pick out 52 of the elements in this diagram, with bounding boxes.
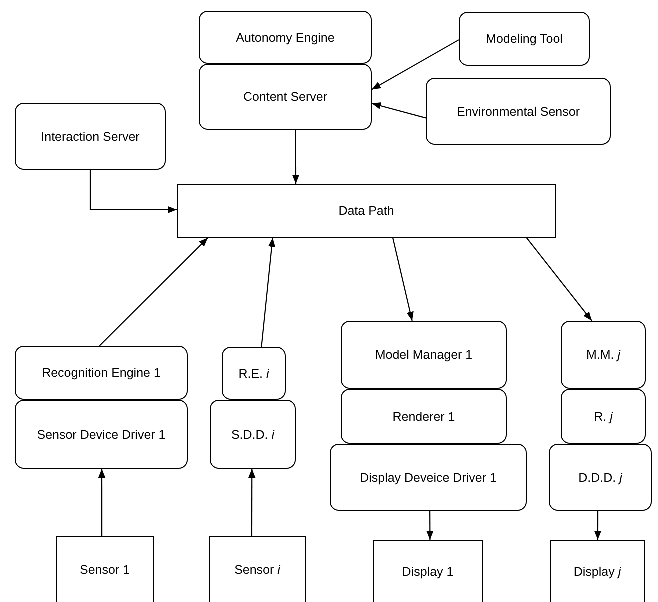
node-label: M.M. j: [586, 348, 621, 362]
arrow: [426, 511, 434, 540]
arrow: [90, 170, 177, 214]
node-label: Content Server: [243, 90, 328, 104]
process-box: [561, 321, 646, 389]
node-label: R.E. i: [238, 366, 270, 380]
process-box: [15, 400, 188, 469]
arrow: [292, 130, 300, 184]
node-label: Data Path: [338, 204, 394, 218]
device-box: [373, 540, 483, 602]
node-label: Autonomy Engine: [236, 30, 335, 44]
process-box: [222, 347, 286, 400]
arrow: [98, 469, 106, 536]
device-box: [56, 536, 154, 602]
process-box: [549, 444, 652, 511]
node-label: D.D.D. j: [578, 470, 622, 484]
process-box: [561, 389, 646, 444]
arrow: [392, 238, 414, 322]
process-box: [15, 103, 166, 170]
process-box: [341, 389, 507, 444]
process-box: [210, 400, 296, 469]
arrow: [594, 511, 602, 540]
node-label: Interaction Server: [41, 130, 140, 144]
node-label: Display j: [574, 564, 622, 578]
node-label: Recognition Engine 1: [42, 366, 161, 380]
node-label: Environmental Sensor: [457, 104, 580, 118]
node-label: Model Manager 1: [375, 348, 473, 362]
node-label: Modeling Tool: [486, 32, 563, 46]
node-label: R. j: [594, 410, 613, 424]
arrow: [372, 102, 426, 119]
process-box: [15, 346, 188, 400]
process-box: [199, 64, 372, 130]
arrow: [372, 40, 460, 90]
arrow: [99, 238, 208, 346]
device-box: [550, 540, 645, 602]
process-box: [459, 12, 590, 66]
device-box: [209, 536, 306, 602]
node-label: Sensor Device Driver 1: [37, 428, 166, 442]
node-label: S.D.D. i: [231, 428, 275, 442]
node-label: Sensor 1: [80, 562, 130, 576]
node-label: Display 1: [402, 564, 454, 578]
process-box: [199, 11, 372, 64]
node-label: Renderer 1: [392, 410, 456, 424]
process-box: [341, 321, 507, 389]
node-label: Display Deveice Driver 1: [360, 470, 497, 484]
arrow: [248, 469, 256, 536]
process-box: [426, 78, 611, 145]
arrow: [261, 238, 276, 348]
node-label: Sensor i: [234, 562, 280, 576]
process-box: [330, 444, 527, 511]
arrow: [526, 238, 592, 322]
process-bar: [177, 184, 556, 238]
